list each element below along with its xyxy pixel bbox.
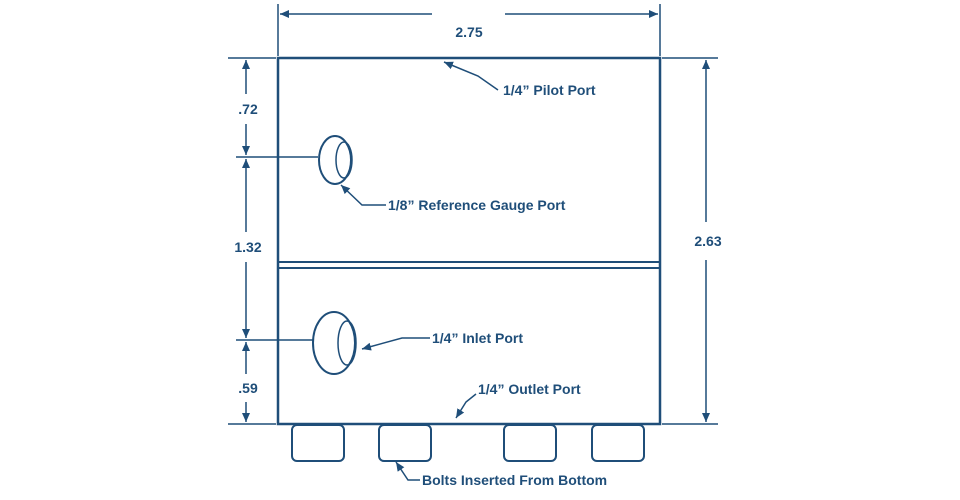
bolts (291, 424, 645, 462)
height-dimension: 2.63 (662, 57, 722, 425)
outlet-port-label: 1/4” Outlet Port (478, 381, 581, 397)
bolts-label: Bolts Inserted From Bottom (422, 472, 607, 488)
inlet-port-outer (312, 311, 356, 375)
reference-gauge-port-outer (318, 135, 352, 185)
width-dimension: 2.75 (277, 4, 661, 56)
left-dimension-chain: .72 1.32 .59 (228, 57, 318, 425)
pilot-port-callout: 1/4” Pilot Port (443, 61, 596, 98)
bolt (591, 424, 645, 462)
reference-gauge-port-inner (335, 141, 353, 179)
block-body (276, 56, 662, 426)
gauge-to-inlet-dimension-label: 1.32 (234, 239, 261, 255)
inlet-to-bottom-dimension-label: .59 (238, 380, 258, 396)
reference-gauge-port-callout: 1/8” Reference Gauge Port (340, 184, 566, 213)
inlet-port-callout: 1/4” Inlet Port (361, 330, 523, 351)
bolt (291, 424, 345, 462)
bolt (378, 424, 432, 462)
top-to-gauge-dimension-label: .72 (238, 101, 258, 117)
block-outline (276, 56, 662, 426)
inlet-port-label: 1/4” Inlet Port (432, 330, 523, 346)
outlet-port-callout: 1/4” Outlet Port (455, 381, 581, 419)
reference-gauge-port (318, 135, 353, 185)
bolt (503, 424, 557, 462)
reference-gauge-port-label: 1/8” Reference Gauge Port (388, 197, 566, 213)
bolts-callout: Bolts Inserted From Bottom (395, 461, 607, 488)
inlet-port (312, 311, 357, 375)
height-dimension-label: 2.63 (694, 233, 721, 249)
width-dimension-label: 2.75 (455, 24, 482, 40)
pilot-port-label: 1/4” Pilot Port (503, 82, 596, 98)
inlet-port-inner (337, 320, 357, 366)
